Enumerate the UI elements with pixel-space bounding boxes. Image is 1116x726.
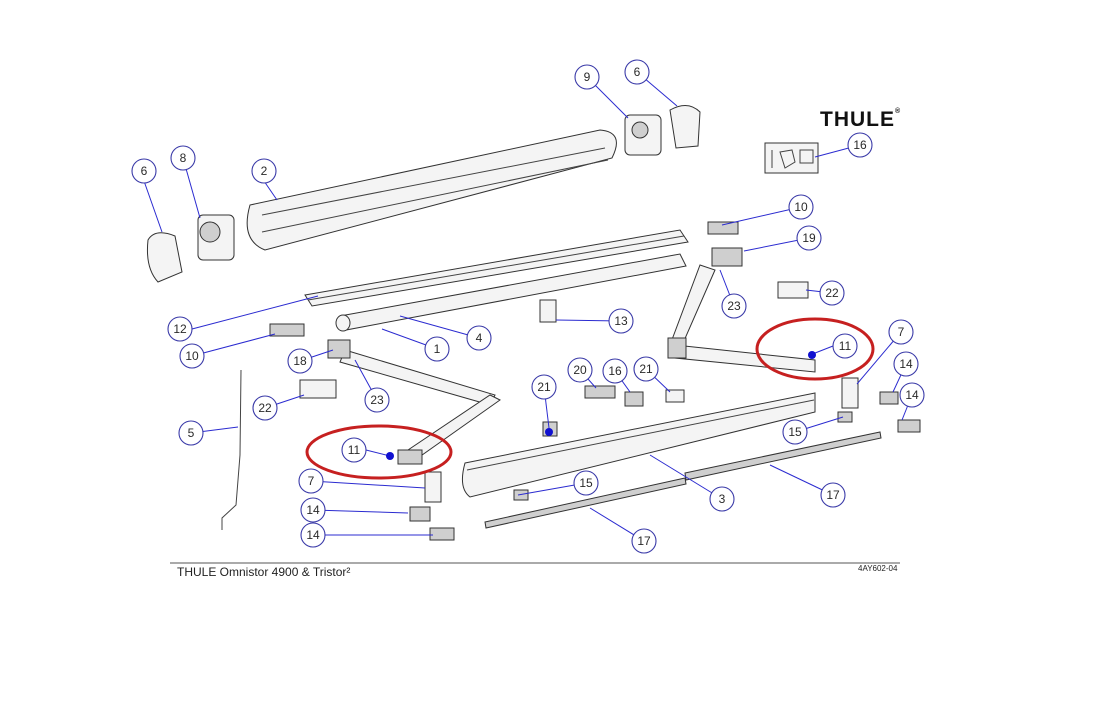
part-cassette-top [246, 129, 617, 251]
svg-text:18: 18 [293, 354, 307, 368]
svg-text:14: 14 [306, 528, 320, 542]
callout-2: 2 [251, 158, 277, 184]
callout-7-left: 7 [298, 468, 324, 494]
marker-dot-right [808, 351, 816, 359]
part-gear-right [624, 114, 662, 156]
svg-text:5: 5 [188, 426, 195, 440]
svg-text:15: 15 [579, 476, 593, 490]
marker-dot-21 [545, 428, 553, 436]
svg-text:21: 21 [537, 380, 551, 394]
svg-text:22: 22 [825, 286, 839, 300]
svg-text:19: 19 [802, 231, 816, 245]
svg-text:14: 14 [899, 357, 913, 371]
callout-4: 4 [466, 325, 492, 351]
svg-text:7: 7 [898, 325, 905, 339]
part-small-fittings [269, 221, 921, 541]
svg-text:14: 14 [306, 503, 320, 517]
callout-12: 12 [167, 316, 193, 342]
part-tension-rod-left [484, 477, 687, 529]
part-end-cap-right [669, 105, 701, 149]
callout-11-left: 11 [341, 437, 367, 463]
callout-14-left-upper: 14 [300, 497, 326, 523]
part-roller-tube [335, 253, 687, 332]
part-gear-left [197, 214, 235, 261]
part-16-kit-box [764, 142, 819, 174]
part-crank-handle [221, 369, 242, 530]
svg-text:12: 12 [173, 322, 187, 336]
thule-logo: THULE® [820, 108, 902, 131]
callout-16-kit: 16 [847, 132, 873, 158]
part-arm-left [327, 339, 501, 465]
svg-text:7: 7 [308, 474, 315, 488]
svg-text:8: 8 [180, 151, 187, 165]
svg-text:23: 23 [727, 299, 741, 313]
svg-text:16: 16 [608, 364, 622, 378]
callout-9: 9 [574, 64, 600, 90]
part-arm-right [667, 247, 816, 373]
callout-18: 18 [287, 348, 313, 374]
callout-10-left: 10 [179, 343, 205, 369]
callout-16-center: 16 [602, 358, 628, 384]
svg-text:17: 17 [826, 488, 840, 502]
brand-name: THULE [820, 108, 895, 131]
callout-17-left: 17 [631, 528, 657, 554]
svg-text:11: 11 [839, 339, 852, 353]
svg-text:14: 14 [905, 388, 919, 402]
callout-15-left: 15 [573, 470, 599, 496]
callout-22-right: 22 [819, 280, 845, 306]
svg-text:11: 11 [348, 443, 361, 457]
callout-1: 1 [424, 336, 450, 362]
callout-7-right: 7 [888, 319, 914, 345]
callout-6-left: 6 [131, 158, 157, 184]
callout-19: 19 [796, 225, 822, 251]
callout-10-right: 10 [788, 194, 814, 220]
callout-17-right: 17 [820, 482, 846, 508]
callout-8: 8 [170, 145, 196, 171]
svg-text:10: 10 [185, 349, 199, 363]
svg-text:2: 2 [261, 164, 268, 178]
svg-text:16: 16 [853, 138, 867, 152]
callout-3: 3 [709, 486, 735, 512]
svg-text:17: 17 [637, 534, 651, 548]
callout-14-right-upper: 14 [893, 351, 919, 377]
callout-13: 13 [608, 308, 634, 334]
callout-11-right: 11 [832, 333, 858, 359]
highlight-ellipse-left [305, 424, 453, 480]
callout-20: 20 [567, 357, 593, 383]
svg-text:4: 4 [476, 331, 483, 345]
svg-text:13: 13 [614, 314, 628, 328]
svg-text:3: 3 [719, 492, 726, 506]
svg-text:6: 6 [141, 164, 148, 178]
callout-15-right: 15 [782, 419, 808, 445]
callout-21-left: 21 [531, 374, 557, 400]
marker-dot-left [386, 452, 394, 460]
part-lead-bar [461, 392, 816, 498]
callout-14-right-lower: 14 [899, 382, 925, 408]
svg-text:23: 23 [370, 393, 384, 407]
svg-text:22: 22 [258, 401, 272, 415]
callout-22-left: 22 [252, 395, 278, 421]
svg-text:20: 20 [573, 363, 587, 377]
callout-23-right: 23 [721, 293, 747, 319]
callout-6-right: 6 [624, 59, 650, 85]
part-tension-rod-right [684, 431, 882, 481]
part-front-profile [304, 229, 689, 307]
callout-21-right: 21 [633, 356, 659, 382]
callout-23-left: 23 [364, 387, 390, 413]
highlight-ellipse-right [755, 317, 875, 381]
svg-text:21: 21 [639, 362, 653, 376]
svg-text:15: 15 [788, 425, 802, 439]
diagram-title: THULE Omnistor 4900 & Tristor² [177, 565, 351, 579]
part-end-cap-left [147, 232, 183, 283]
callout-5: 5 [178, 420, 204, 446]
svg-text:6: 6 [634, 65, 641, 79]
svg-text:9: 9 [584, 70, 591, 84]
callout-14-left-lower: 14 [300, 522, 326, 548]
svg-text:10: 10 [794, 200, 808, 214]
svg-text:1: 1 [434, 342, 441, 356]
drawing-code: 4AY602-04 [858, 564, 898, 573]
